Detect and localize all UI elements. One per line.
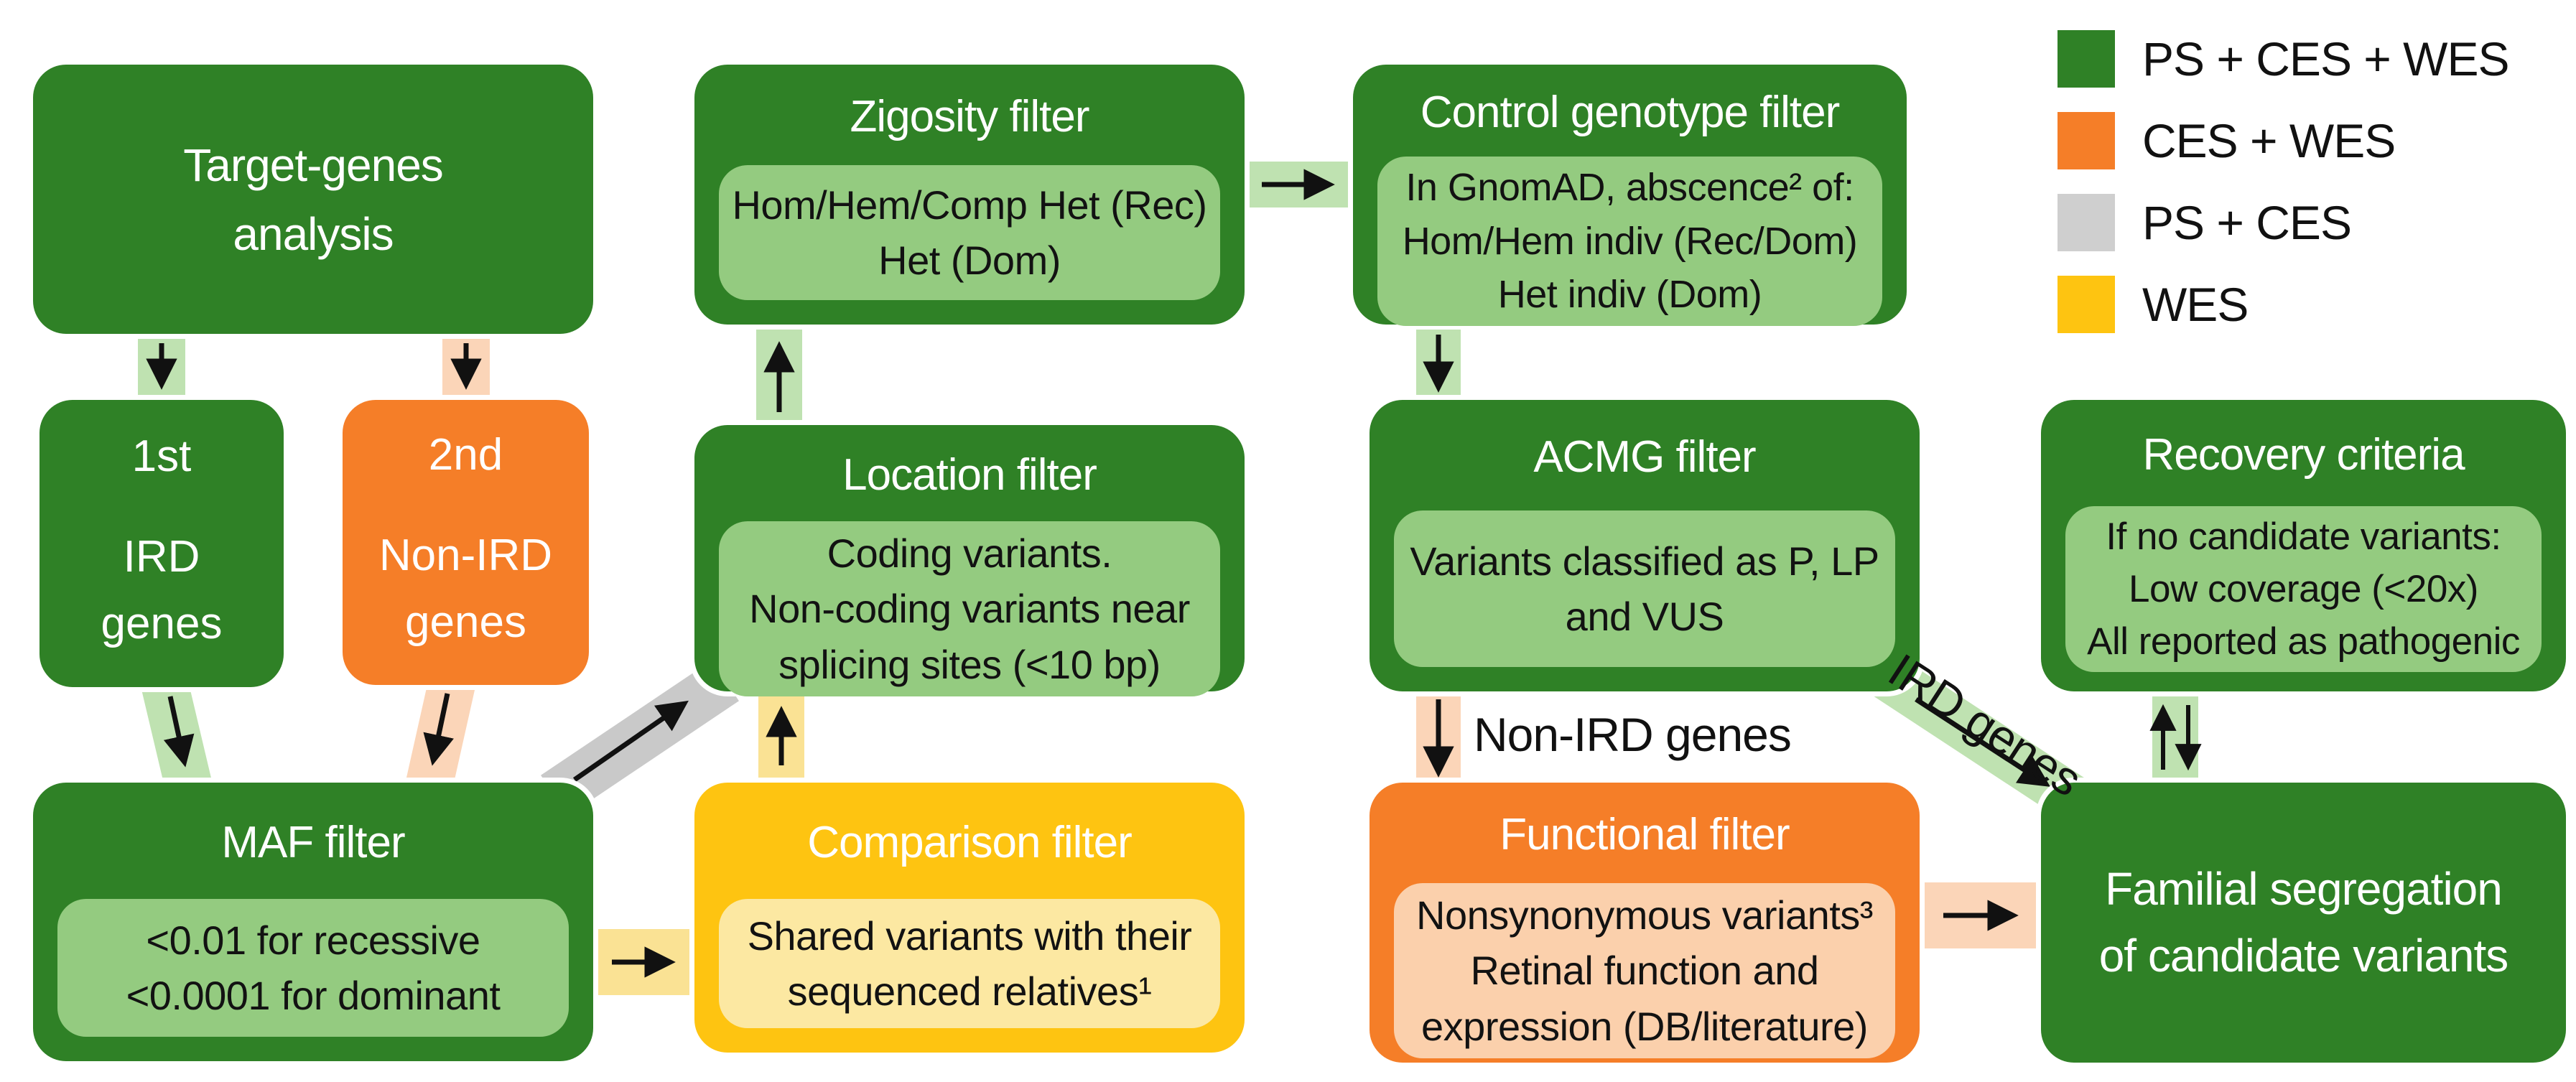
node-text: 1st IRD genes	[39, 400, 284, 687]
node-zigosity-filter: Zigosity filter Hom/Hem/Comp Het (Rec) H…	[694, 65, 1245, 325]
node-functional-filter: Functional filter Nonsynonymous variants…	[1370, 783, 1920, 1063]
node-criteria-panel: Shared variants with their sequenced rel…	[719, 899, 1220, 1028]
node-criteria-panel: In GnomAD, abscence² of: Hom/Hem indiv (…	[1377, 157, 1882, 326]
node-location-filter: Location filter Coding variants. Non-cod…	[694, 425, 1245, 696]
node-criteria-panel: Coding variants. Non-coding variants nea…	[719, 521, 1220, 696]
node-order-label: 2nd	[428, 430, 503, 480]
node-title: MAF filter	[221, 818, 405, 868]
legend-item-ces-wes: CES + WES	[2057, 112, 2396, 169]
legend-label: WES	[2142, 278, 2249, 331]
node-title: Zigosity filter	[850, 92, 1090, 142]
node-criteria-panel: Variants classified as P, LP and VUS	[1394, 510, 1895, 667]
node-order-label: 1st	[131, 431, 192, 481]
node-criteria-text: Coding variants. Non-coding variants nea…	[749, 531, 1190, 687]
node-title: Comparison filter	[807, 818, 1133, 868]
edge-second-to-maf	[404, 672, 477, 796]
legend-item-ps-ces: PS + CES	[2057, 194, 2352, 251]
node-title: Location filter	[842, 450, 1097, 500]
node-comparison-filter: Comparison filter Shared variants with t…	[694, 783, 1245, 1053]
legend-label: PS + CES	[2142, 196, 2352, 249]
node-gene-set-label: IRD genes	[101, 531, 223, 648]
node-maf-filter: MAF filter <0.01 for recessive <0.0001 f…	[33, 783, 593, 1061]
legend-label: PS + CES + WES	[2142, 32, 2510, 85]
edge-label-non-ird-genes: Non-IRD genes	[1474, 708, 1792, 761]
legend-item-wes: WES	[2057, 276, 2249, 333]
node-target-genes-analysis: Target-genes analysis	[33, 65, 593, 334]
node-criteria-panel: <0.01 for recessive <0.0001 for dominant	[57, 899, 569, 1037]
node-title: ACMG filter	[1533, 432, 1756, 482]
node-second-non-ird-genes: 2nd Non-IRD genes	[343, 400, 589, 685]
legend-swatch-orange	[2057, 112, 2115, 169]
node-familial-segregation: Familial segregation of candidate varian…	[2041, 783, 2566, 1063]
node-title: Recovery criteria	[2142, 430, 2465, 480]
node-first-ird-genes: 1st IRD genes	[39, 400, 284, 687]
node-title: Functional filter	[1499, 810, 1790, 860]
node-criteria-text: Nonsynonymous variants³ Retinal function…	[1416, 892, 1873, 1049]
node-criteria-text: <0.01 for recessive <0.0001 for dominant	[126, 917, 501, 1018]
node-acmg-filter: ACMG filter Variants classified as P, LP…	[1370, 400, 1920, 691]
legend-swatch-yellow	[2057, 276, 2115, 333]
node-control-genotype-filter: Control genotype filter In GnomAD, absce…	[1353, 65, 1907, 326]
legend-label: CES + WES	[2142, 114, 2396, 167]
node-criteria-text: Hom/Hem/Comp Het (Rec) Het (Dom)	[732, 182, 1207, 283]
legend-item-ps-ces-wes: PS + CES + WES	[2057, 30, 2510, 88]
node-criteria-text: In GnomAD, abscence² of: Hom/Hem indiv (…	[1402, 166, 1858, 317]
edge-first-to-maf	[140, 675, 213, 796]
node-recovery-criteria: Recovery criteria If no candidate varian…	[2041, 400, 2566, 691]
node-criteria-text: Shared variants with their sequenced rel…	[747, 913, 1192, 1014]
node-text: 2nd Non-IRD genes	[343, 400, 589, 685]
node-criteria-text: Variants classified as P, LP and VUS	[1410, 538, 1879, 639]
node-criteria-panel: Nonsynonymous variants³ Retinal function…	[1394, 883, 1895, 1058]
node-title: Target-genes analysis	[183, 139, 444, 260]
node-criteria-text: If no candidate variants: Low coverage (…	[2087, 516, 2520, 663]
node-criteria-panel: If no candidate variants: Low coverage (…	[2065, 506, 2542, 673]
edge-maf-to-location	[541, 660, 739, 816]
node-title: Control genotype filter	[1420, 88, 1841, 138]
edge-recovery-familial-bidirectional	[2149, 686, 2202, 788]
legend-swatch-green	[2057, 30, 2115, 88]
legend-swatch-gray	[2057, 194, 2115, 251]
edge-acmg-to-familial	[1871, 655, 2095, 824]
node-criteria-panel: Hom/Hem/Comp Het (Rec) Het (Dom)	[719, 165, 1220, 300]
node-gene-set-label: Non-IRD genes	[378, 531, 553, 647]
node-title: Familial segregation of candidate varian…	[2098, 863, 2509, 981]
